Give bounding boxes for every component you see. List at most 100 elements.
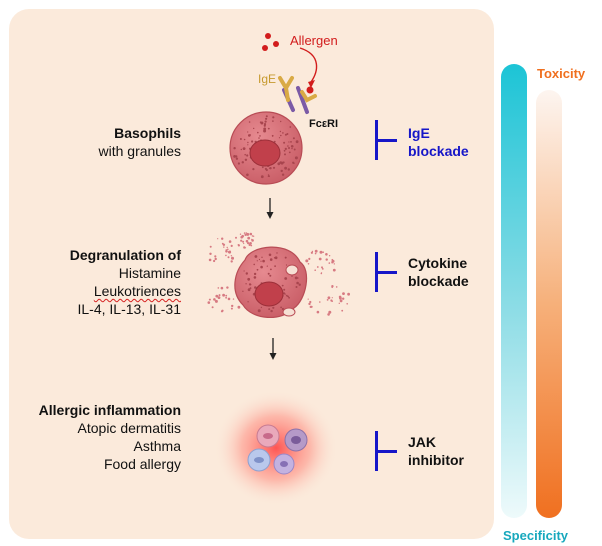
released-granule bbox=[328, 255, 331, 257]
inhibitor-line1: Cytokine bbox=[408, 255, 468, 271]
granule bbox=[268, 253, 272, 257]
granule bbox=[242, 147, 246, 151]
granule bbox=[249, 287, 252, 289]
released-granule bbox=[339, 299, 343, 303]
granule bbox=[295, 286, 298, 288]
granule bbox=[293, 148, 296, 151]
released-granule bbox=[346, 303, 349, 305]
released-granule bbox=[239, 233, 242, 235]
granule bbox=[245, 283, 247, 285]
released-granule bbox=[342, 292, 345, 295]
stage-line: Asthma bbox=[133, 438, 181, 454]
released-granule bbox=[245, 239, 249, 243]
granule bbox=[270, 268, 272, 271]
released-granule bbox=[226, 286, 229, 289]
released-granule bbox=[309, 305, 312, 308]
released-granule bbox=[213, 298, 216, 301]
released-granule bbox=[227, 248, 229, 251]
granule bbox=[246, 154, 249, 157]
granule bbox=[280, 169, 283, 173]
released-granule bbox=[246, 232, 250, 236]
released-granule bbox=[252, 235, 255, 237]
granule bbox=[237, 162, 240, 165]
granule bbox=[267, 127, 270, 130]
released-granule bbox=[247, 242, 250, 245]
granule bbox=[253, 127, 255, 130]
released-granule bbox=[221, 237, 224, 240]
stage-line: Histamine bbox=[118, 265, 181, 281]
released-granule bbox=[243, 232, 246, 234]
granule bbox=[293, 162, 295, 164]
released-granule bbox=[237, 244, 240, 247]
granule bbox=[258, 258, 261, 261]
inhibition-stem-icon bbox=[375, 271, 397, 274]
granule bbox=[278, 137, 281, 139]
released-granule bbox=[208, 298, 211, 301]
granule bbox=[284, 277, 288, 280]
released-granule bbox=[211, 306, 214, 309]
released-granule bbox=[307, 298, 309, 300]
released-granule bbox=[322, 251, 325, 253]
granule bbox=[291, 275, 293, 277]
granule bbox=[264, 167, 267, 170]
granule bbox=[288, 296, 290, 299]
released-granule bbox=[319, 250, 323, 254]
released-granule bbox=[240, 239, 243, 242]
granule bbox=[269, 258, 273, 261]
released-granule bbox=[247, 236, 251, 240]
granule bbox=[256, 260, 258, 262]
released-granule bbox=[338, 295, 342, 299]
released-granule bbox=[228, 250, 232, 254]
granule bbox=[274, 256, 278, 260]
released-granule bbox=[327, 313, 330, 316]
released-granule bbox=[240, 235, 243, 239]
granule bbox=[241, 161, 244, 164]
granule bbox=[279, 130, 282, 133]
granule bbox=[261, 166, 264, 169]
granule bbox=[266, 265, 268, 267]
granule bbox=[295, 140, 299, 144]
released-granule bbox=[217, 238, 219, 240]
released-granule bbox=[326, 299, 329, 301]
granule bbox=[263, 123, 267, 126]
granule bbox=[294, 156, 298, 160]
ige-receptor-icon bbox=[278, 76, 317, 114]
released-granule bbox=[327, 296, 331, 300]
released-granule bbox=[316, 310, 320, 314]
granule bbox=[276, 252, 278, 254]
granule bbox=[267, 272, 270, 275]
granule bbox=[272, 166, 276, 169]
released-granule bbox=[333, 263, 335, 265]
granule bbox=[288, 141, 290, 143]
granule bbox=[247, 131, 249, 133]
granule bbox=[282, 161, 285, 164]
granule bbox=[292, 145, 294, 148]
granule bbox=[233, 147, 236, 150]
granule bbox=[260, 175, 264, 179]
released-granule bbox=[209, 252, 212, 255]
released-granule bbox=[321, 266, 323, 269]
granule bbox=[283, 288, 286, 291]
released-granule bbox=[230, 244, 233, 247]
released-granule bbox=[249, 232, 253, 236]
released-granule bbox=[251, 238, 253, 240]
released-granule bbox=[316, 266, 319, 268]
inhibitor-line2: inhibitor bbox=[408, 452, 464, 468]
released-granule bbox=[331, 285, 334, 288]
released-granule bbox=[214, 299, 218, 303]
released-granule bbox=[331, 261, 334, 264]
granule bbox=[253, 276, 257, 279]
granule bbox=[279, 161, 283, 164]
stage-line: Atopic dermatitis bbox=[77, 420, 181, 436]
released-granule bbox=[342, 297, 345, 300]
stage-line-wrap: Leukotriences bbox=[94, 282, 181, 300]
released-granule bbox=[332, 268, 336, 272]
released-granule bbox=[314, 249, 318, 253]
inhibition-stem-icon bbox=[375, 450, 397, 453]
stage-line: Food allergy bbox=[103, 456, 181, 472]
granule bbox=[248, 283, 252, 286]
granule bbox=[246, 173, 249, 177]
released-granule bbox=[222, 293, 226, 297]
granule bbox=[294, 276, 298, 280]
